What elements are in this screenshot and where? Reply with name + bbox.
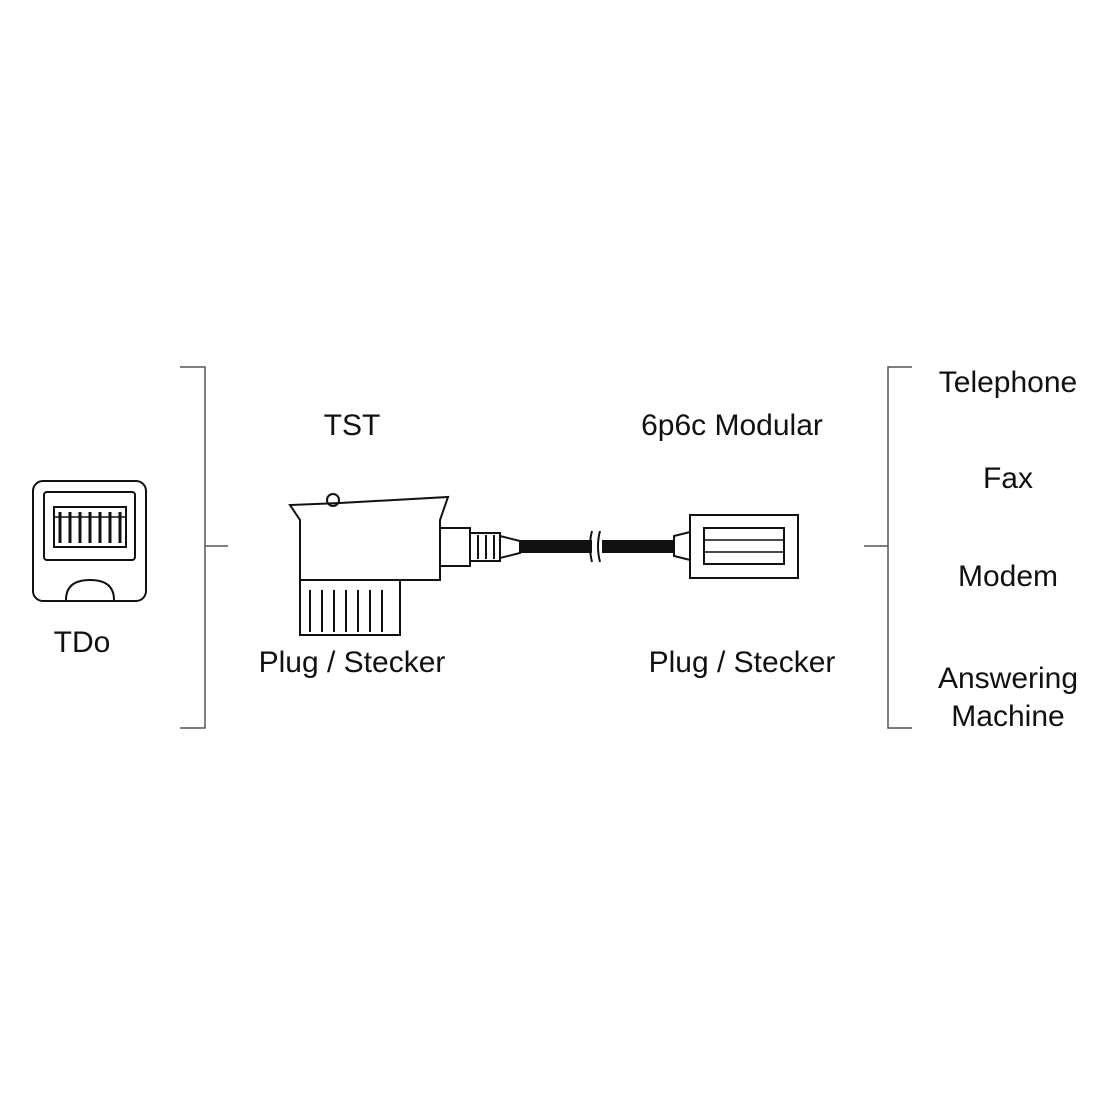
tdo-socket-icon [32,480,147,602]
left-bracket [180,366,228,729]
modular-caption: Plug / Stecker [649,646,836,679]
tst-label: TST [324,409,381,442]
device-answering: Answering [938,662,1078,695]
cable [520,530,674,563]
tst-caption: Plug / Stecker [259,646,446,679]
tst-plug-icon [288,493,521,636]
right-bracket [864,366,912,729]
device-modem: Modem [958,560,1058,593]
device-fax: Fax [983,462,1033,495]
modular-plug-icon [673,514,799,579]
device-machine: Machine [951,700,1064,733]
device-telephone: Telephone [939,366,1077,399]
socket-label: TDo [54,626,111,659]
modular-label: 6p6c Modular [641,409,823,442]
